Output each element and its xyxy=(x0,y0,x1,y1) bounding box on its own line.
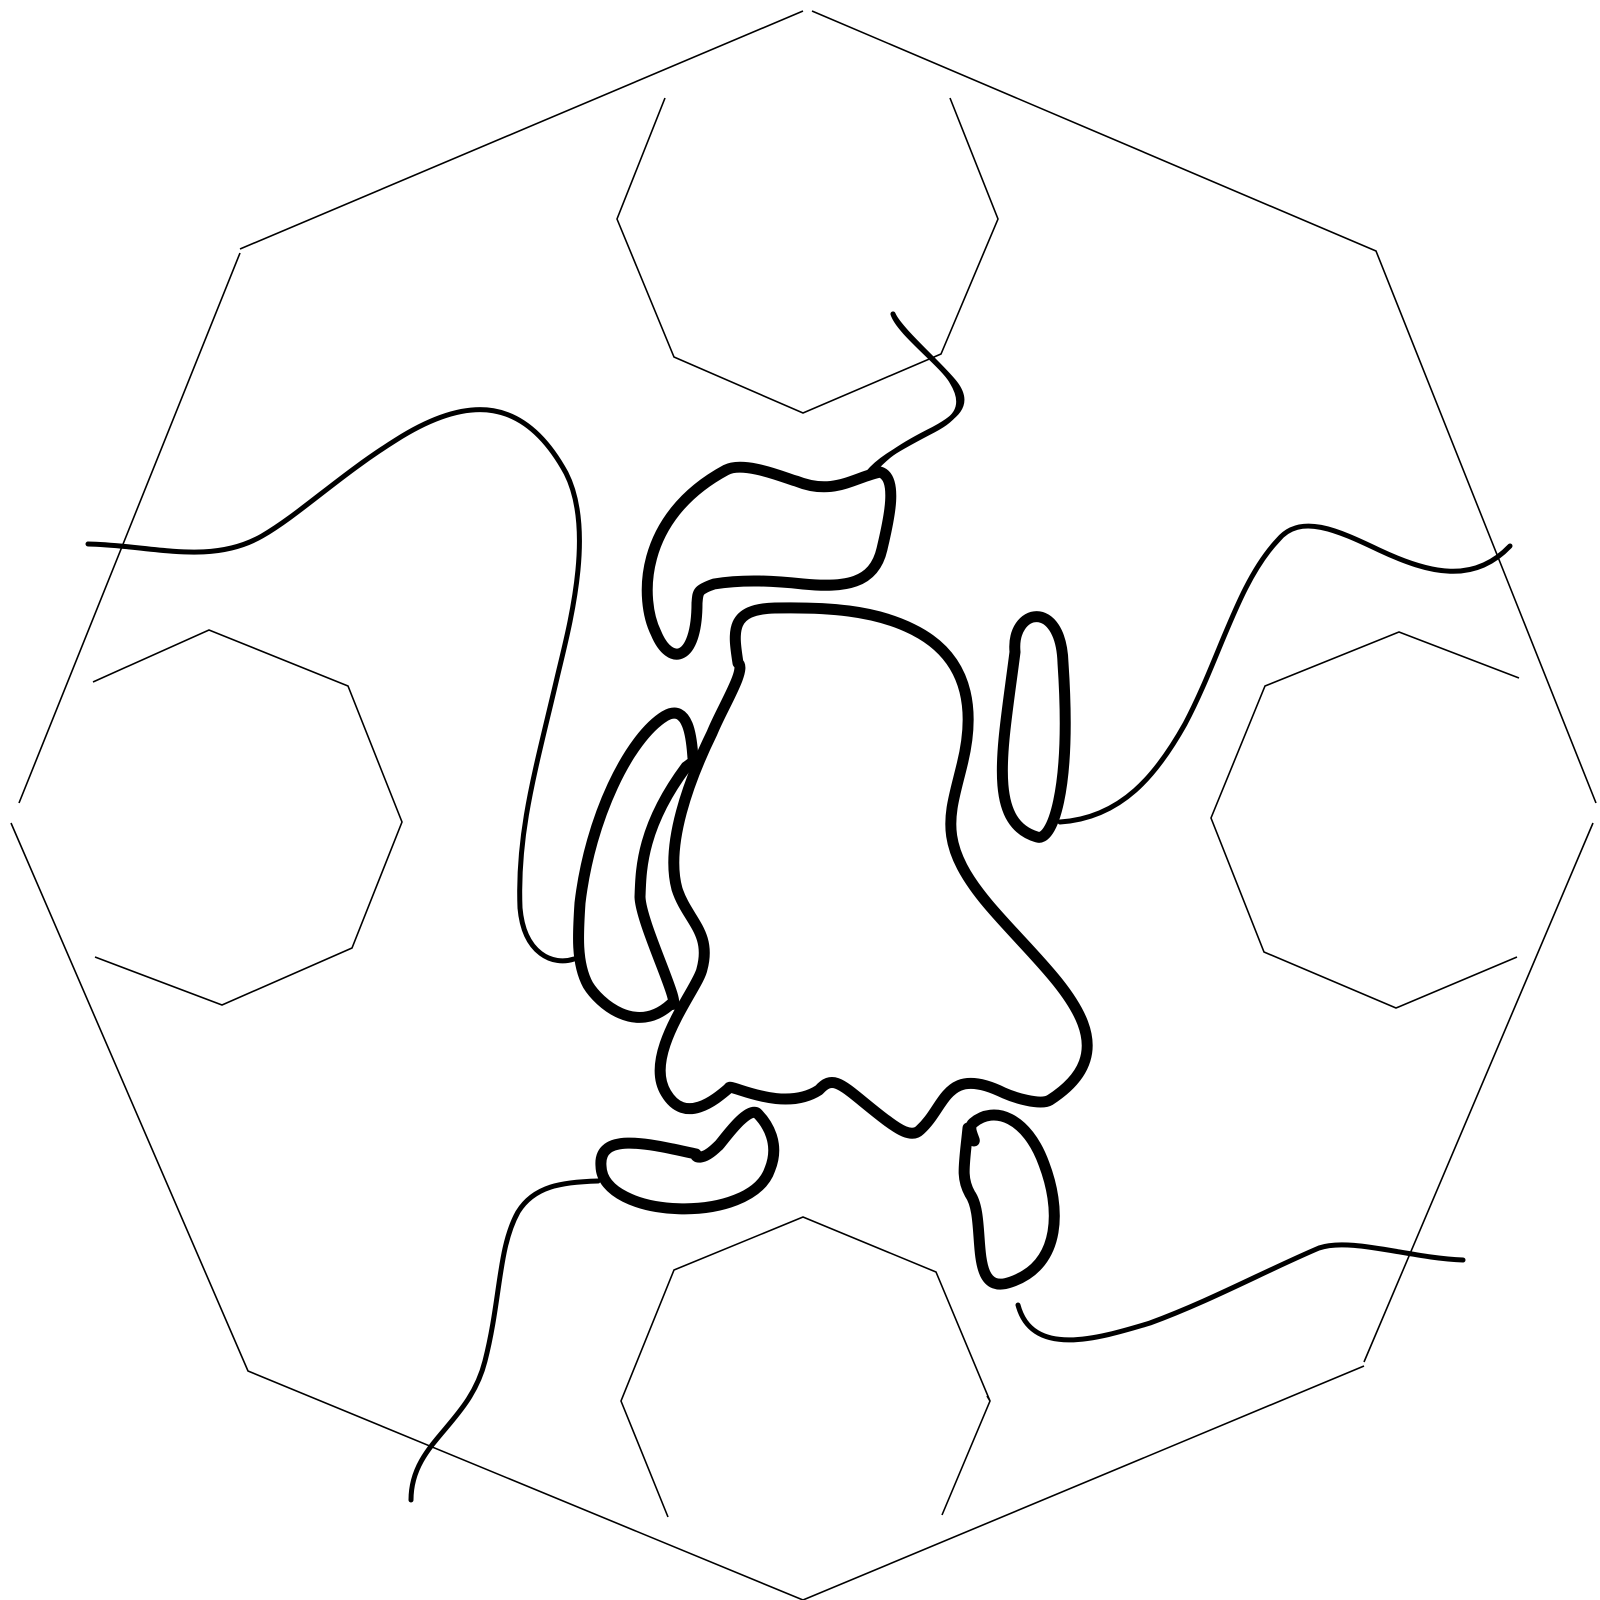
inner-polygon-bottom xyxy=(620,1216,991,1518)
knot-main-body xyxy=(654,602,1093,1139)
outer-frame-segment xyxy=(811,10,1597,804)
outer-frame-segment xyxy=(10,822,1365,1600)
central-knot-figure xyxy=(572,461,1093,1290)
outer-frame-segment xyxy=(18,252,241,804)
inner-polygon-left xyxy=(92,629,403,1006)
inner-polygon-left-outline xyxy=(92,629,403,1006)
strand-right xyxy=(1057,523,1513,825)
inner-polygon-right xyxy=(1210,631,1520,1009)
inner-polygon-top-outline xyxy=(616,97,999,414)
inner-polygon-bottom-outline xyxy=(620,1216,991,1518)
outer-polygon-frame xyxy=(10,10,1597,1600)
inner-polygon-right-outline xyxy=(1210,631,1520,1009)
knot-top-lobe xyxy=(641,461,897,660)
outer-frame-segment xyxy=(1363,822,1594,1363)
knot-bottom-left-loop xyxy=(595,1106,780,1215)
inner-polygon-top xyxy=(616,97,999,414)
inner-polygon-bottom-gap-end xyxy=(986,1395,991,1402)
strand-bottom-left xyxy=(408,1178,601,1503)
outer-frame-segment xyxy=(239,10,804,250)
knot-bottom-right-loop xyxy=(958,1109,1060,1290)
strand-left xyxy=(85,407,582,964)
knot-left-loop xyxy=(572,707,702,1023)
knot-right-loop xyxy=(996,611,1071,843)
knot-strands xyxy=(85,311,1513,1503)
strand-bottom-right xyxy=(1015,1242,1466,1343)
